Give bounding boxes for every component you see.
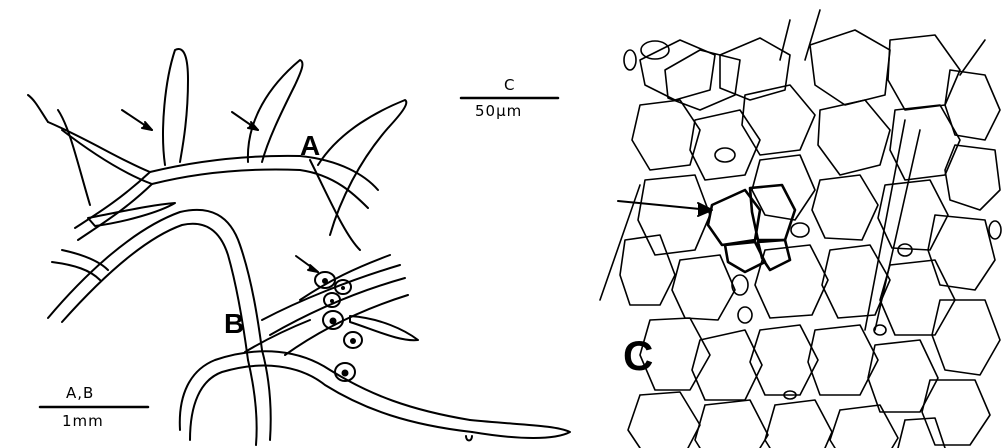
scale-bar-c-length: 50µm [475,102,522,120]
scale-bar-ab-label: A,B [66,384,94,402]
panel-label-a: A [300,130,320,162]
panel-b-arrow [296,256,318,272]
panel-label-c: C [623,332,653,380]
scale-bar-ab-length: 1mm [62,412,104,430]
scale-bar-c-label: C [504,76,515,94]
panel-c-section [600,10,1001,448]
panel-a-hypha [28,49,406,250]
panel-a-arrows [122,110,258,130]
panel-b-hyphae [48,203,570,445]
panel-label-b: B [224,308,244,340]
